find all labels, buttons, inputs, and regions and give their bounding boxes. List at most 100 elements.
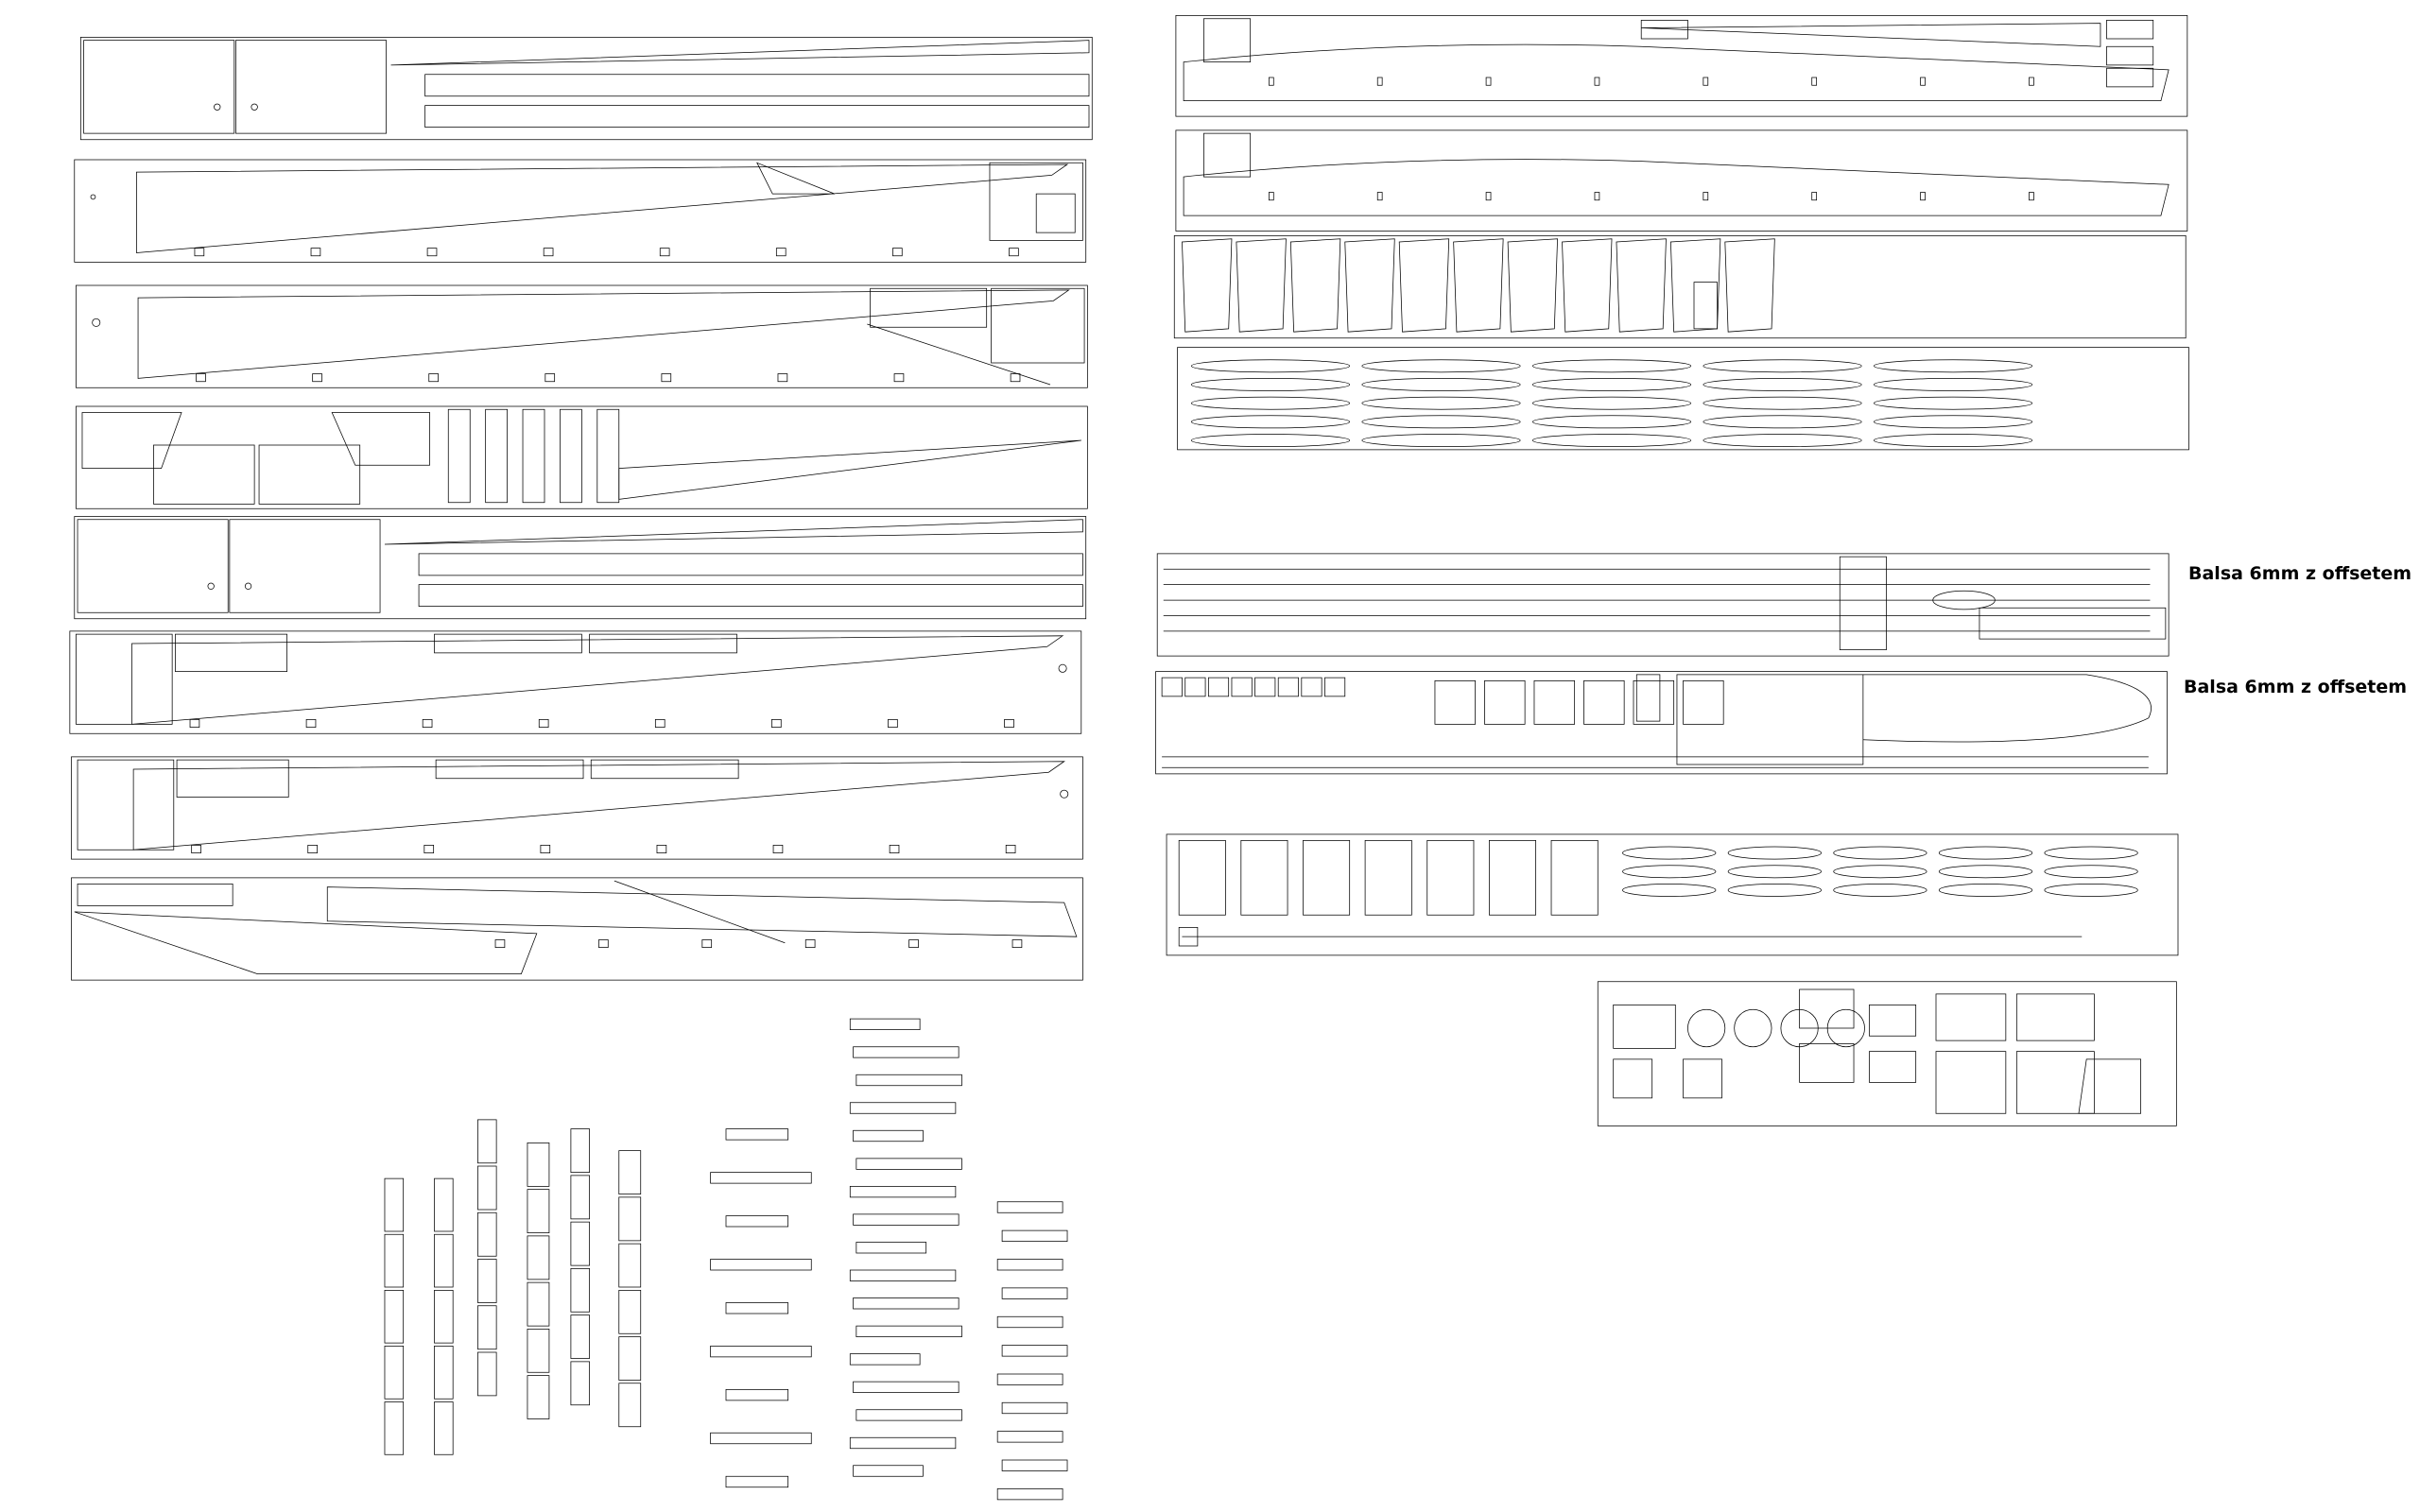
- stringer-piece: [527, 1329, 549, 1372]
- part-outline: [2107, 20, 2153, 39]
- slot: [1269, 77, 1273, 85]
- strip-piece: [1002, 1230, 1067, 1241]
- strip-piece: [997, 1432, 1063, 1442]
- strip-piece: [854, 1214, 959, 1225]
- slot: [1703, 192, 1708, 199]
- slot: [1377, 77, 1382, 85]
- part-outline: [82, 413, 182, 469]
- sheet-border: [71, 878, 1082, 980]
- slot: [1595, 77, 1599, 85]
- hole: [1059, 664, 1066, 672]
- former: [1583, 680, 1624, 724]
- bulkhead: [1616, 239, 1667, 332]
- wing-rib: [1532, 360, 1690, 372]
- sheet-border: [75, 516, 1086, 618]
- strip-piece: [850, 1270, 956, 1280]
- cut-line: [614, 881, 786, 943]
- part-outline: [992, 288, 1084, 363]
- tab: [190, 719, 199, 727]
- former: [1484, 680, 1525, 724]
- part-outline: [1936, 994, 2006, 1040]
- wing-rib: [1362, 434, 1520, 446]
- strip-piece: [856, 1410, 962, 1420]
- strip-piece: [850, 1103, 956, 1113]
- tab: [423, 719, 432, 727]
- strip-piece: [856, 1326, 962, 1336]
- part-outline: [757, 163, 835, 194]
- wing-rib: [1191, 416, 1349, 428]
- wing-rib: [1362, 360, 1520, 372]
- slot: [1703, 77, 1708, 85]
- tab: [306, 719, 316, 727]
- tab: [702, 939, 712, 947]
- rib-strip: [597, 409, 619, 502]
- strip-piece: [997, 1488, 1063, 1499]
- part-outline: [1677, 675, 1863, 765]
- slot: [1269, 192, 1273, 199]
- sheet-border: [1157, 554, 2169, 656]
- stringer-piece: [571, 1268, 590, 1312]
- slot: [1812, 77, 1817, 85]
- part-outline: [84, 41, 234, 133]
- part-outline: [2107, 68, 2153, 87]
- part-outline: [1869, 1005, 1915, 1036]
- tab: [1012, 939, 1022, 947]
- small-part: [1208, 678, 1228, 696]
- sheet-border: [1156, 672, 2168, 774]
- wing-rib: [1834, 866, 1927, 878]
- sheet-border: [1176, 130, 2187, 232]
- wing-rib: [1532, 416, 1690, 428]
- fuselage-side: [1184, 160, 2169, 215]
- spar-strip: [419, 585, 1082, 607]
- hole: [245, 583, 251, 590]
- wing-rib: [1191, 434, 1349, 446]
- part-outline: [177, 760, 288, 797]
- strip-piece: [726, 1389, 788, 1400]
- part-outline: [871, 288, 987, 327]
- former: [1634, 680, 1674, 724]
- stringer-piece: [477, 1260, 496, 1303]
- strip-piece: [711, 1173, 812, 1183]
- part-outline: [78, 520, 228, 612]
- part-outline: [2107, 46, 2153, 65]
- bulkhead: [1725, 239, 1775, 332]
- wing-rib: [1703, 378, 1861, 390]
- former: [1365, 840, 1411, 915]
- cutout: [1933, 591, 1996, 610]
- tab: [424, 845, 434, 852]
- stringer-piece: [527, 1143, 549, 1186]
- part-outline: [591, 760, 738, 779]
- sheet-border: [71, 757, 1082, 859]
- tab: [541, 845, 550, 852]
- wing-rib: [1703, 397, 1861, 409]
- small-part: [1302, 678, 1322, 696]
- part-outline: [1203, 19, 1250, 62]
- strip-piece: [856, 1159, 962, 1169]
- part-outline: [1936, 1052, 2006, 1114]
- small-part: [1162, 678, 1182, 696]
- strip-piece: [726, 1476, 788, 1486]
- sheet-border: [1598, 982, 2176, 1126]
- bulkhead: [1670, 239, 1720, 332]
- part-outline: [1979, 608, 2166, 639]
- tab: [776, 249, 786, 256]
- hole: [1061, 790, 1068, 798]
- slot: [1377, 192, 1382, 199]
- stringer-piece: [571, 1315, 590, 1359]
- strip-piece: [711, 1260, 812, 1270]
- wing-rib: [1532, 434, 1690, 446]
- stringer-piece: [434, 1234, 453, 1287]
- former: [1684, 680, 1724, 724]
- part-outline: [1641, 24, 2100, 47]
- wing-rib: [1874, 416, 2031, 428]
- sheet-border: [80, 37, 1092, 139]
- wing-rib: [1728, 847, 1821, 859]
- former: [1241, 840, 1288, 915]
- tab: [660, 249, 669, 256]
- stringer-piece: [385, 1234, 404, 1287]
- small-part: [1232, 678, 1252, 696]
- stringer-piece: [571, 1222, 590, 1265]
- strip-piece: [711, 1346, 812, 1356]
- hole: [214, 104, 220, 111]
- part-outline: [1800, 1043, 1854, 1082]
